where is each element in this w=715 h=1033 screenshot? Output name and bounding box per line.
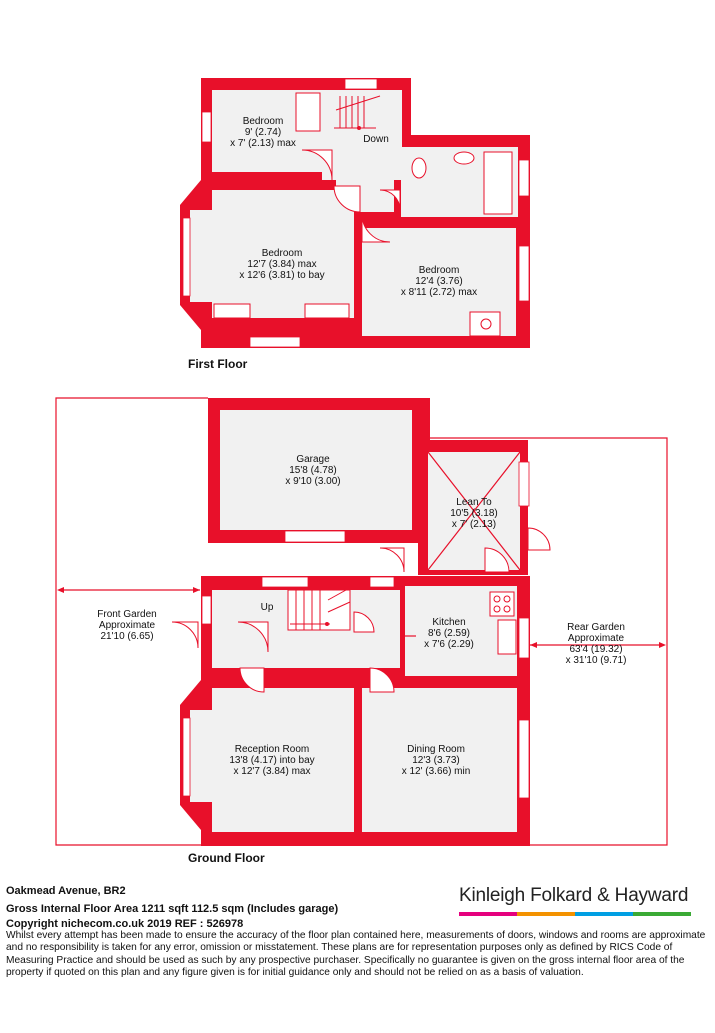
room-dimension: 13'8 (4.17) into bay	[229, 755, 314, 766]
floor-plan-drawing: Bedroom 9' (2.74) x 7' (2.13) max Down B…	[55, 78, 668, 865]
room-name: Bedroom	[262, 248, 303, 259]
brand-bar-segment	[459, 912, 517, 916]
agent-logo: Kinleigh Folkard & Hayward	[459, 885, 691, 916]
brand-bar-segment	[575, 912, 633, 916]
garden-label: Rear Garden	[567, 622, 625, 633]
gross-floor-area: Gross Internal Floor Area 1211 sqft 112.…	[6, 903, 339, 915]
bath-icon	[483, 151, 513, 215]
agent-name: Kinleigh Folkard & Hayward	[459, 885, 689, 906]
room-dimension: 10'5 (3.18)	[450, 508, 498, 519]
room-dimension: x 12'6 (3.81) to bay	[239, 270, 324, 281]
room-dimension: 12'4 (3.76)	[415, 276, 463, 287]
ground-floor-plan: Garage 15'8 (4.78) x 9'10 (3.00) Lean To…	[55, 397, 668, 865]
room-name: Kitchen	[432, 617, 465, 628]
room-reception	[212, 688, 354, 832]
first-floor-plan: Bedroom 9' (2.74) x 7' (2.13) max Down B…	[180, 78, 530, 371]
garden-dimension: x 31'10 (9.71)	[566, 655, 627, 666]
brand-bar-segment	[517, 912, 575, 916]
stair-direction-label: Up	[261, 602, 274, 613]
garden-dimension: 21'10 (6.65)	[100, 631, 153, 642]
brand-bar-segment	[633, 912, 691, 916]
room-bedroom-bay	[212, 190, 354, 318]
floor-label-ground: Ground Floor	[188, 851, 265, 865]
garage-door	[284, 530, 346, 543]
room-dimension: x 7' (2.13)	[452, 519, 496, 530]
room-dimension: x 7'6 (2.29)	[424, 639, 474, 650]
room-dimension: 9' (2.74)	[245, 127, 281, 138]
garden-label: Approximate	[568, 633, 625, 644]
room-name: Garage	[296, 454, 330, 465]
room-garage	[220, 410, 412, 530]
room-dimension: x 7' (2.13) max	[230, 138, 296, 149]
garden-label: Front Garden	[97, 609, 156, 620]
disclaimer-text: Whilst every attempt has been made to en…	[6, 930, 706, 979]
basin-icon	[453, 151, 475, 165]
landing	[322, 90, 402, 180]
room-dimension: 12'3 (3.73)	[412, 755, 460, 766]
room-name: Reception Room	[235, 744, 309, 755]
stair-direction-label: Down	[363, 134, 389, 145]
toilet-icon	[411, 157, 427, 179]
room-name: Lean To	[456, 497, 492, 508]
rear-garden-outline	[430, 437, 668, 846]
room-dining	[362, 688, 517, 832]
plan-footer: Oakmead Avenue, BR2 Gross Internal Floor…	[6, 884, 710, 932]
brand-color-bar	[459, 912, 691, 916]
room-dimension: 8'6 (2.59)	[428, 628, 470, 639]
property-address: Oakmead Avenue, BR2	[6, 885, 126, 897]
room-dimension: 15'8 (4.78)	[289, 465, 337, 476]
room-dimension: x 12'7 (3.84) max	[234, 766, 311, 777]
room-dimension: x 9'10 (3.00)	[285, 476, 340, 487]
floor-label-first: First Floor	[188, 357, 248, 371]
room-name: Bedroom	[243, 116, 284, 127]
room-name: Dining Room	[407, 744, 465, 755]
staircase-ground-floor	[287, 589, 351, 631]
staircase-first-floor	[334, 95, 381, 130]
room-dimension: x 12' (3.66) min	[402, 766, 471, 777]
sink-icon	[497, 619, 517, 655]
room-name: Bedroom	[419, 265, 460, 276]
room-dimension: x 8'11 (2.72) max	[401, 287, 477, 298]
copyright-ref: Copyright nichecom.co.uk 2019 REF : 5269…	[6, 918, 244, 930]
front-garden-outline	[55, 397, 208, 846]
garden-label: Approximate	[99, 620, 156, 631]
room-dimension: 12'7 (3.84) max	[247, 259, 316, 270]
garden-dimension: 63'4 (19.32)	[569, 644, 622, 655]
